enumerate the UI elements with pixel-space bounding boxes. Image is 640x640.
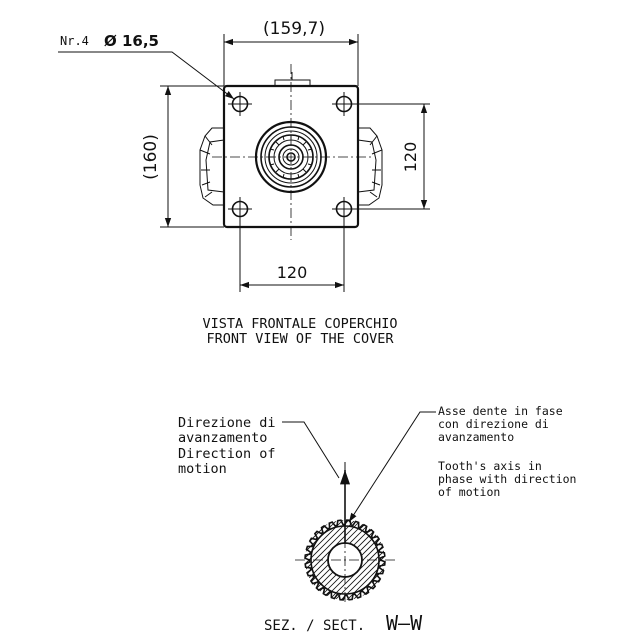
axis-label: Asse dente in fase con direzione di avan… <box>438 404 576 499</box>
hole-callout-prefix: Nr.4 <box>60 34 89 48</box>
direction-leader <box>282 421 340 479</box>
dim-width-top: (159,7) <box>263 19 325 39</box>
front-view-cover: (159,7) (160) 120 120 Nr.4 Ø 16,5 VISTA … <box>58 19 430 347</box>
axis-en-line-2: phase with direction <box>438 472 576 486</box>
dim-width-bottom: 120 <box>277 263 308 282</box>
central-hub <box>254 120 328 194</box>
hatch-line <box>342 520 385 600</box>
section-caption-prefix: SEZ. / SECT. <box>264 618 365 634</box>
hole-callout-leader <box>58 51 235 100</box>
axis-en-line-1: Tooth's axis in <box>438 459 542 473</box>
axis-leader <box>348 411 436 523</box>
axis-it-line-2: con direzione di <box>438 417 549 431</box>
direction-line-3: Direction of <box>178 446 276 462</box>
axis-it-line-1: Asse dente in fase <box>438 404 563 418</box>
dim-height-right: 120 <box>401 142 420 173</box>
front-view-caption-it: VISTA FRONTALE COPERCHIO <box>202 316 397 332</box>
front-view-caption-en: FRONT VIEW OF THE COVER <box>207 331 395 347</box>
section-view: Direzione di avanzamento Direction of mo… <box>178 404 576 635</box>
direction-line-1: Direzione di <box>178 415 276 431</box>
dim-height-left: (160) <box>141 134 161 180</box>
direction-line-4: motion <box>178 461 227 477</box>
side-flanges <box>199 127 383 206</box>
gear-section <box>295 519 395 604</box>
hatch-line <box>305 520 306 600</box>
axis-it-line-3: avanzamento <box>438 430 514 444</box>
hole-callout-value: Ø 16,5 <box>104 32 159 50</box>
hatch-line <box>305 520 348 600</box>
axis-en-line-3: of motion <box>438 485 500 499</box>
direction-line-2: avanzamento <box>178 430 267 446</box>
section-caption-id: W—W <box>386 611 423 635</box>
direction-label: Direzione di avanzamento Direction of mo… <box>178 415 276 477</box>
hatch-line <box>384 520 385 600</box>
mounting-holes <box>228 92 356 221</box>
